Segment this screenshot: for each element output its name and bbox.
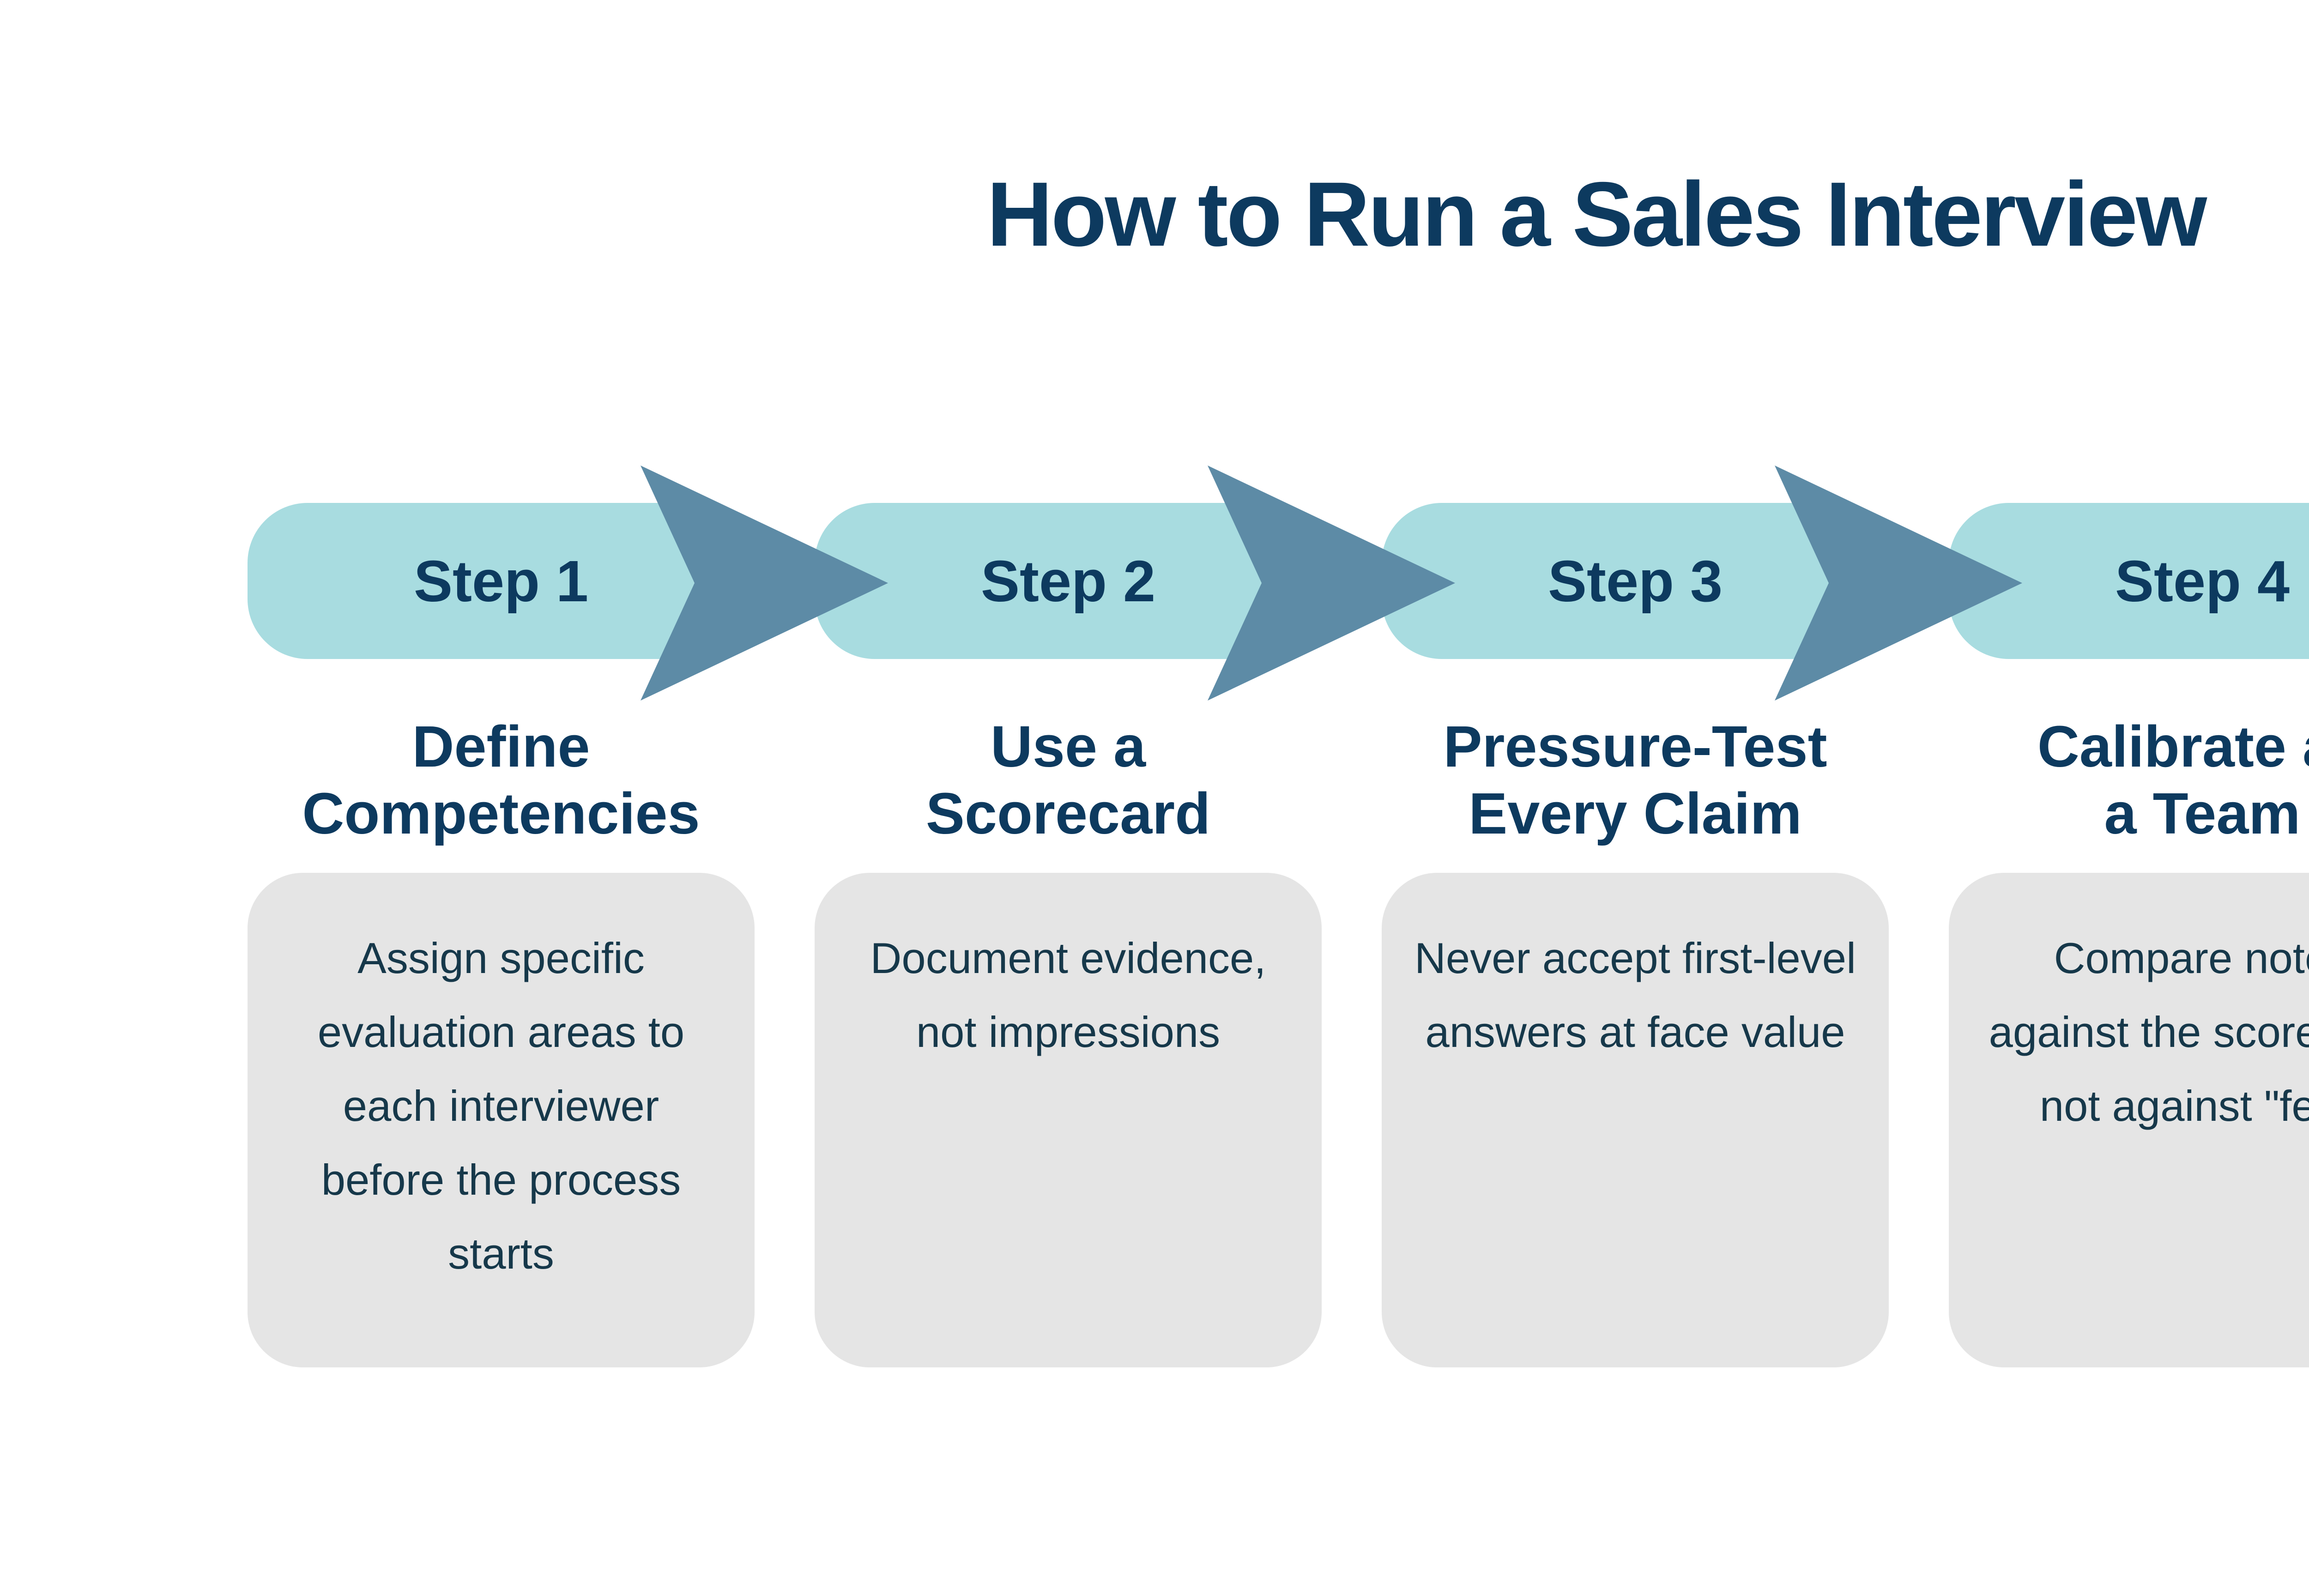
arrow-right-icon (641, 466, 888, 701)
step-description-card: Compare notes against the scorecard, not… (1949, 873, 2309, 1367)
step-heading: Pressure-Test Every Claim (1443, 714, 1827, 846)
page-title: How to Run a Sales Interview (986, 163, 2207, 265)
step-description: Never accept first-level answers at face… (1414, 934, 1856, 1056)
step-description: Assign specific evaluation areas to each… (317, 934, 685, 1278)
step-heading: Use a Scorecard (925, 714, 1211, 846)
step-column-1: Step 1 Define Competencies Assign specif… (248, 503, 755, 1371)
step-label: Step 2 (980, 548, 1156, 614)
step-description-card: Assign specific evaluation areas to each… (248, 873, 755, 1367)
arrow-right-icon (1208, 466, 1455, 701)
arrow-right-icon (1775, 466, 2022, 701)
step-label: Step 1 (413, 548, 589, 614)
steps-row: Step 1 Define Competencies Assign specif… (248, 466, 2309, 1371)
step-label: Step 4 (2115, 548, 2290, 614)
step-heading: Calibrate as a Team (2037, 714, 2309, 846)
step-label: Step 3 (1547, 548, 1723, 614)
step-description: Compare notes against the scorecard, not… (1989, 934, 2309, 1130)
step-description-card: Document evidence, not impressions (815, 873, 1322, 1367)
step-heading: Define Competencies (302, 714, 700, 846)
step-description-card: Never accept first-level answers at face… (1382, 873, 1889, 1367)
step-column-2: Step 2 Use a Scorecard Document evidence… (815, 503, 1322, 1371)
step-description: Document evidence, not impressions (870, 934, 1266, 1056)
step-column-4: Step 4 Calibrate as a Team Compare notes… (1949, 503, 2309, 1371)
